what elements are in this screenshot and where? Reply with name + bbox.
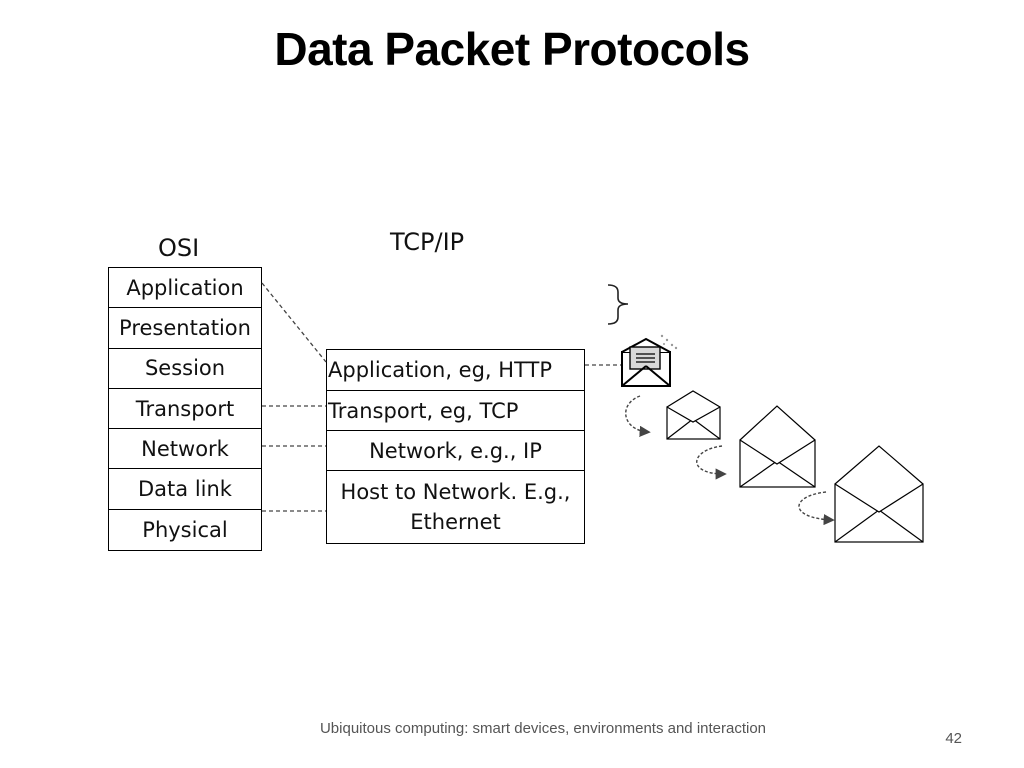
tcpip-model-table: Application, eg, HTTP Transport, eg, TCP… xyxy=(326,349,585,544)
osi-layer-session: Session xyxy=(109,349,261,389)
sparkle-icon xyxy=(660,334,678,350)
page-number: 42 xyxy=(945,730,962,747)
osi-layer-data-link: Data link xyxy=(109,469,261,510)
curved-arrow-icon xyxy=(625,395,835,526)
osi-heading: OSI xyxy=(158,234,200,262)
osi-layer-transport: Transport xyxy=(109,389,261,430)
tcpip-layer-transport: Transport, eg, TCP xyxy=(327,391,584,431)
osi-layer-application: Application xyxy=(109,268,261,309)
osi-model-table: Application Presentation Session Transpo… xyxy=(108,267,262,552)
tcpip-heading: TCP/IP xyxy=(390,228,465,256)
layer-mapping-connectors xyxy=(261,282,622,512)
tcpip-layer-host-to-network: Host to Network. E.g., Ethernet xyxy=(340,480,571,534)
envelope-small-icon xyxy=(666,390,721,440)
tcpip-layer-application: Application, eg, HTTP xyxy=(327,350,584,391)
slide-title: Data Packet Protocols xyxy=(274,23,750,75)
envelope-with-letter-icon xyxy=(621,337,671,387)
application-connector xyxy=(261,282,327,363)
osi-layer-presentation: Presentation xyxy=(109,308,261,349)
tcpip-layer-network: Network, e.g., IP xyxy=(327,431,584,471)
slide-footer: Ubiquitous computing: smart devices, env… xyxy=(319,720,767,737)
osi-layer-network: Network xyxy=(109,429,261,470)
osi-layer-physical: Physical xyxy=(142,517,228,542)
brace-icon xyxy=(607,284,629,325)
envelope-large-icon xyxy=(834,445,924,543)
envelope-medium-icon xyxy=(739,405,816,488)
